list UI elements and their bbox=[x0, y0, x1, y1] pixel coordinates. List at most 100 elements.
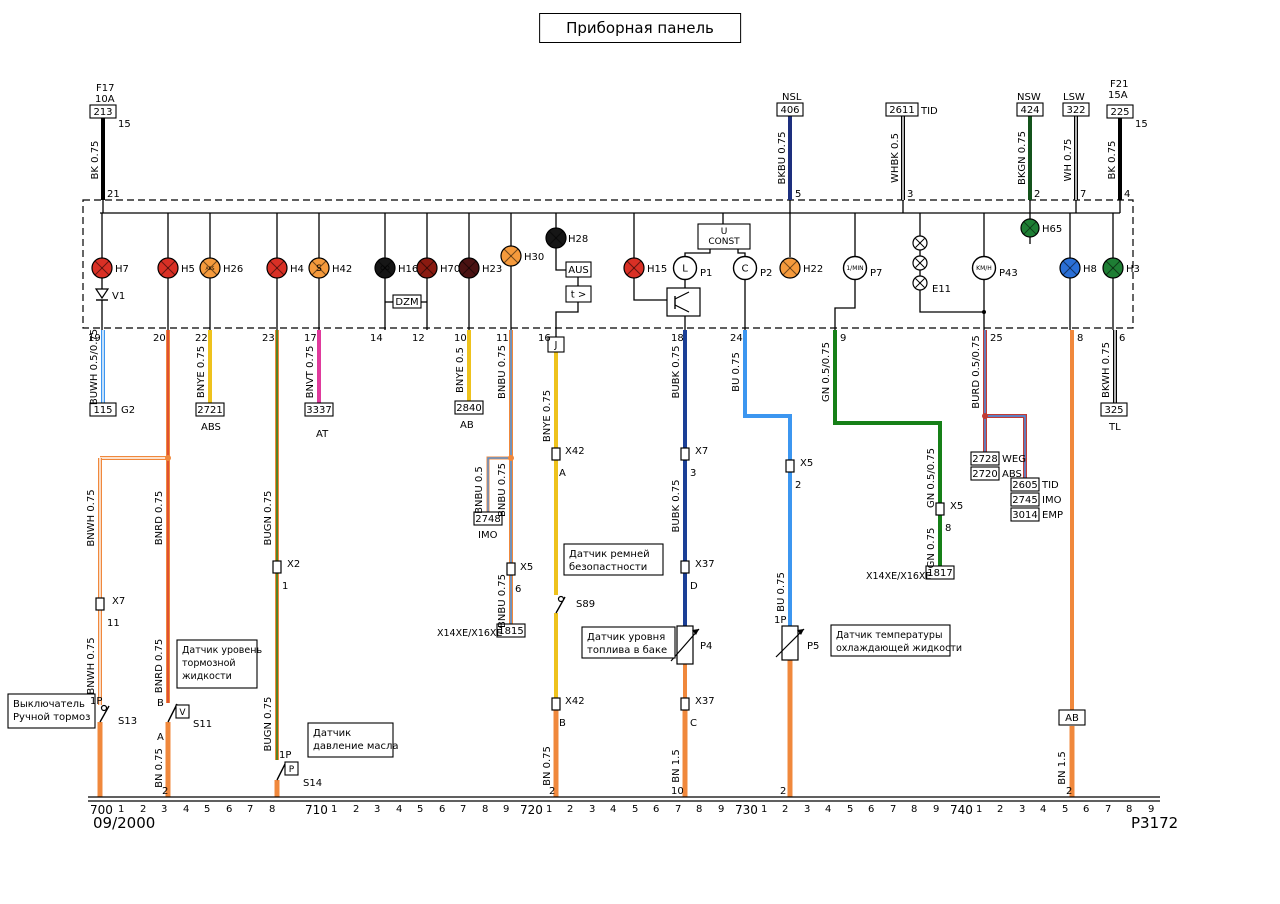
label-19: 19 bbox=[88, 333, 101, 344]
grid-ref-8: 8 bbox=[911, 804, 917, 815]
label-x5: X5 bbox=[520, 562, 533, 573]
connector-X42-A bbox=[551, 447, 561, 461]
grid-ref-3: 3 bbox=[589, 804, 595, 815]
label-bnbu-0-5: BNBU 0.5 bbox=[474, 466, 485, 514]
label-g2: G2 bbox=[121, 405, 135, 416]
note-seat-belt-sensor-line: Датчик ремней bbox=[569, 549, 650, 560]
label-a: A bbox=[157, 732, 164, 743]
label-tid: TID bbox=[1041, 480, 1059, 491]
code-box-label-AB: AB bbox=[1065, 713, 1079, 724]
note-seat-belt-sensor bbox=[563, 543, 664, 576]
instrument-panel-outline bbox=[82, 199, 1134, 329]
label-15a: 15A bbox=[1108, 90, 1128, 101]
grid-ref-6: 6 bbox=[653, 804, 659, 815]
label-11: 11 bbox=[496, 333, 509, 344]
label-whbk-0-5: WHBK 0.5 bbox=[890, 133, 901, 183]
label-12: 12 bbox=[412, 333, 425, 344]
note-handbrake-switch-line: Ручной тормоз bbox=[13, 712, 90, 723]
code-box-label-2745: 2745 bbox=[1012, 495, 1037, 506]
schematic-line bbox=[684, 249, 711, 256]
gauge-label-P2: C bbox=[742, 264, 749, 275]
label-23: 23 bbox=[262, 333, 275, 344]
label-b: B bbox=[559, 718, 566, 729]
note-coolant-temp-sensor-line: охлаждающей жидкости bbox=[836, 643, 962, 654]
note-brake-fluid-sensor-line: жидкости bbox=[182, 671, 232, 682]
grid-ref-9: 9 bbox=[933, 804, 939, 815]
code-box-213 bbox=[89, 104, 117, 119]
label-bnrd-0-75: BNRD 0.75 bbox=[154, 491, 165, 545]
note-brake-fluid-sensor-line: тормозной bbox=[182, 658, 236, 669]
grid-ref-7: 7 bbox=[675, 804, 681, 815]
note-oil-pressure-sensor-line: давление масла bbox=[313, 741, 399, 752]
label-4: 4 bbox=[1124, 189, 1130, 200]
label-bnbu-0-75: BNBU 0.75 bbox=[497, 574, 508, 628]
code-box-label-DZM: DZM bbox=[395, 297, 418, 308]
label-bk-0-75: BK 0.75 bbox=[1107, 141, 1118, 180]
code-box-label-J: J bbox=[554, 340, 558, 351]
switch-box-S11 bbox=[175, 704, 190, 719]
label-s89: S89 bbox=[576, 599, 595, 610]
lamp-cross-icon bbox=[1062, 260, 1078, 276]
connector-X5-8 bbox=[935, 502, 945, 516]
label-bu-0-75: BU 0.75 bbox=[731, 352, 742, 392]
code-box-3014 bbox=[1010, 507, 1040, 522]
label-bnwh-0-75: BNWH 0.75 bbox=[86, 637, 97, 694]
label-buwh-0-5-0-75: BUWH 0.5/0.75 bbox=[89, 329, 100, 405]
grid-ref-3: 3 bbox=[161, 804, 167, 815]
lamp-cross-icon bbox=[419, 260, 435, 276]
label-a: A bbox=[559, 468, 566, 479]
label-x2: X2 bbox=[287, 559, 300, 570]
label-21: 21 bbox=[107, 189, 120, 200]
code-box-325 bbox=[1100, 402, 1128, 417]
code-box-2745 bbox=[1010, 492, 1040, 507]
lamp-cross-icon bbox=[94, 260, 110, 276]
code-box-label-AUS: AUS bbox=[568, 265, 589, 276]
grid-ref-9: 9 bbox=[718, 804, 724, 815]
schematic-line bbox=[834, 280, 856, 330]
u-const-regulator bbox=[697, 223, 751, 250]
grid-ref-5: 5 bbox=[847, 804, 853, 815]
switch-box-label-S11: V bbox=[179, 708, 186, 718]
code-box-2611 bbox=[885, 102, 919, 117]
label-burd-0-5-0-75: BURD 0.5/0.75 bbox=[971, 335, 982, 409]
code-box-115 bbox=[89, 402, 117, 417]
label-nsw: NSW bbox=[1017, 92, 1041, 103]
code-box-label-2720: 2720 bbox=[972, 469, 997, 480]
label-bnbu-0-75: BNBU 0.75 bbox=[497, 463, 508, 517]
note-fuel-level-sensor bbox=[581, 626, 676, 659]
label-2: 2 bbox=[795, 480, 801, 491]
label-tl: TL bbox=[1108, 422, 1121, 433]
grid-ref-730: 730 bbox=[735, 803, 758, 817]
sensor-arrowhead-P5 bbox=[797, 629, 804, 635]
label-x42: X42 bbox=[565, 696, 585, 707]
label-h7: H7 bbox=[115, 264, 129, 275]
label-imo: IMO bbox=[478, 530, 498, 541]
code-box-label-2748: 2748 bbox=[475, 514, 500, 525]
label-2: 2 bbox=[162, 786, 168, 797]
gauge-P2 bbox=[732, 255, 758, 281]
diode-V1 bbox=[94, 288, 110, 300]
label-wh-0-75: WH 0.75 bbox=[1063, 139, 1074, 182]
wire-bnbu-branch-stripe bbox=[487, 457, 511, 512]
label-6: 6 bbox=[515, 584, 521, 595]
code-box-label-2605: 2605 bbox=[1012, 480, 1037, 491]
label-p2: P2 bbox=[760, 268, 772, 279]
sensor-arrow-P5 bbox=[775, 628, 805, 658]
label-s11: S11 bbox=[193, 719, 212, 730]
label-16: 16 bbox=[538, 333, 551, 344]
footer-page-code: P3172 bbox=[1131, 814, 1179, 832]
grid-ref-5: 5 bbox=[632, 804, 638, 815]
lamp-cross-icon bbox=[160, 260, 176, 276]
code-box-2748 bbox=[473, 511, 503, 526]
bulb-cross-icon bbox=[915, 238, 925, 248]
label-abs: ABS bbox=[201, 422, 221, 433]
grid-ref-5: 5 bbox=[204, 804, 210, 815]
lamp-cross-icon bbox=[1023, 221, 1037, 235]
label-h65: H65 bbox=[1042, 224, 1062, 235]
note-brake-fluid-sensor bbox=[176, 639, 258, 689]
lamp-cross-icon bbox=[202, 260, 218, 276]
grid-ref-1: 1 bbox=[546, 804, 552, 815]
note-brake-fluid-sensor-line: Датчик уровень bbox=[182, 645, 262, 656]
label-2: 2 bbox=[549, 786, 555, 797]
label-17: 17 bbox=[304, 333, 317, 344]
